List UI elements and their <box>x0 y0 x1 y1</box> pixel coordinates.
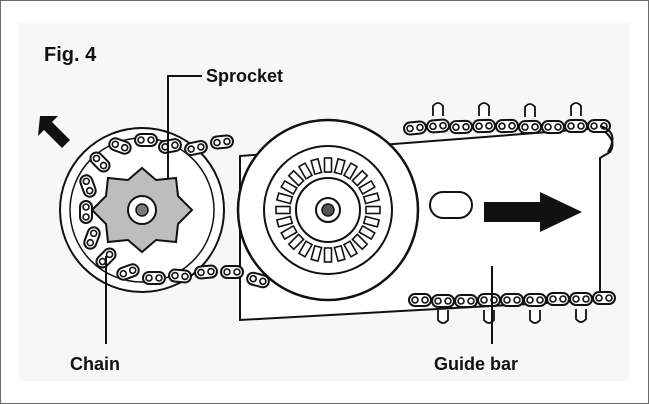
disc-spoke <box>280 224 298 241</box>
disc-spoke <box>275 192 294 205</box>
disc-spoke <box>342 162 359 180</box>
disc-spoke <box>358 224 376 241</box>
guide-bar-label: Guide bar <box>434 354 519 374</box>
disc-spoke <box>323 157 333 173</box>
disc-spoke <box>310 244 323 263</box>
disc-spoke <box>310 157 323 176</box>
disc-spoke <box>333 157 346 176</box>
guide-bar-slot <box>429 191 473 219</box>
rotation-arrow-icon <box>38 116 70 148</box>
disc-spoke <box>323 247 333 263</box>
disc-spoke <box>280 179 298 196</box>
disc-spoke <box>333 244 346 263</box>
sprocket-label: Sprocket <box>206 66 284 86</box>
disc-spoke <box>275 215 294 228</box>
figure-title: Fig. 4 <box>44 44 97 66</box>
chain-top-run <box>402 102 614 153</box>
disc-spoke <box>351 233 369 251</box>
chain-bottom-run <box>408 291 616 324</box>
disc-spoke <box>365 205 381 215</box>
disc-spoke <box>351 169 369 187</box>
direction-arrow-icon <box>484 192 582 232</box>
disc-spoke <box>287 233 305 251</box>
sprocket <box>90 166 194 254</box>
sprocket-leader-line <box>167 75 202 178</box>
disc-spoke <box>358 179 376 196</box>
chain-label: Chain <box>70 354 121 374</box>
disc-spoke <box>362 215 381 228</box>
drive-disc <box>236 118 420 302</box>
disc-spoke <box>275 205 291 215</box>
disc-spoke <box>362 192 381 205</box>
disc-spoke <box>342 240 359 258</box>
disc-spoke <box>297 240 314 258</box>
disc-spoke <box>297 162 314 180</box>
disc-spoke <box>287 169 305 187</box>
